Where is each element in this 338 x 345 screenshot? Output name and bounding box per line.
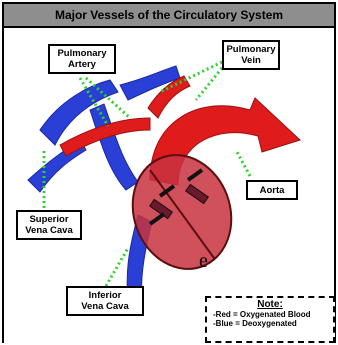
stray-text: e (199, 250, 208, 273)
label-pulmonary-vein: Pulmonary Vein (222, 40, 280, 70)
label-aorta: Aorta (246, 180, 298, 200)
label-superior-vena-cava: Superior Vena Cava (16, 210, 82, 240)
pointer-pulmonary-vein-2 (196, 68, 222, 100)
legend-note: Note: -Red = Oxygenated Blood -Blue = De… (205, 296, 335, 343)
note-red-line: -Red = Oxygenated Blood (213, 310, 327, 319)
blue-upper-trunk (90, 104, 138, 190)
pointer-aorta (236, 150, 250, 176)
label-pulmonary-artery: Pulmonary Artery (48, 44, 116, 74)
label-inferior-vena-cava: Inferior Vena Cava (66, 286, 144, 316)
pointer-inferior-vena-cava (106, 248, 128, 286)
note-blue-line: -Blue = Deoxygenated (213, 319, 327, 328)
note-title: Note: (213, 300, 327, 309)
